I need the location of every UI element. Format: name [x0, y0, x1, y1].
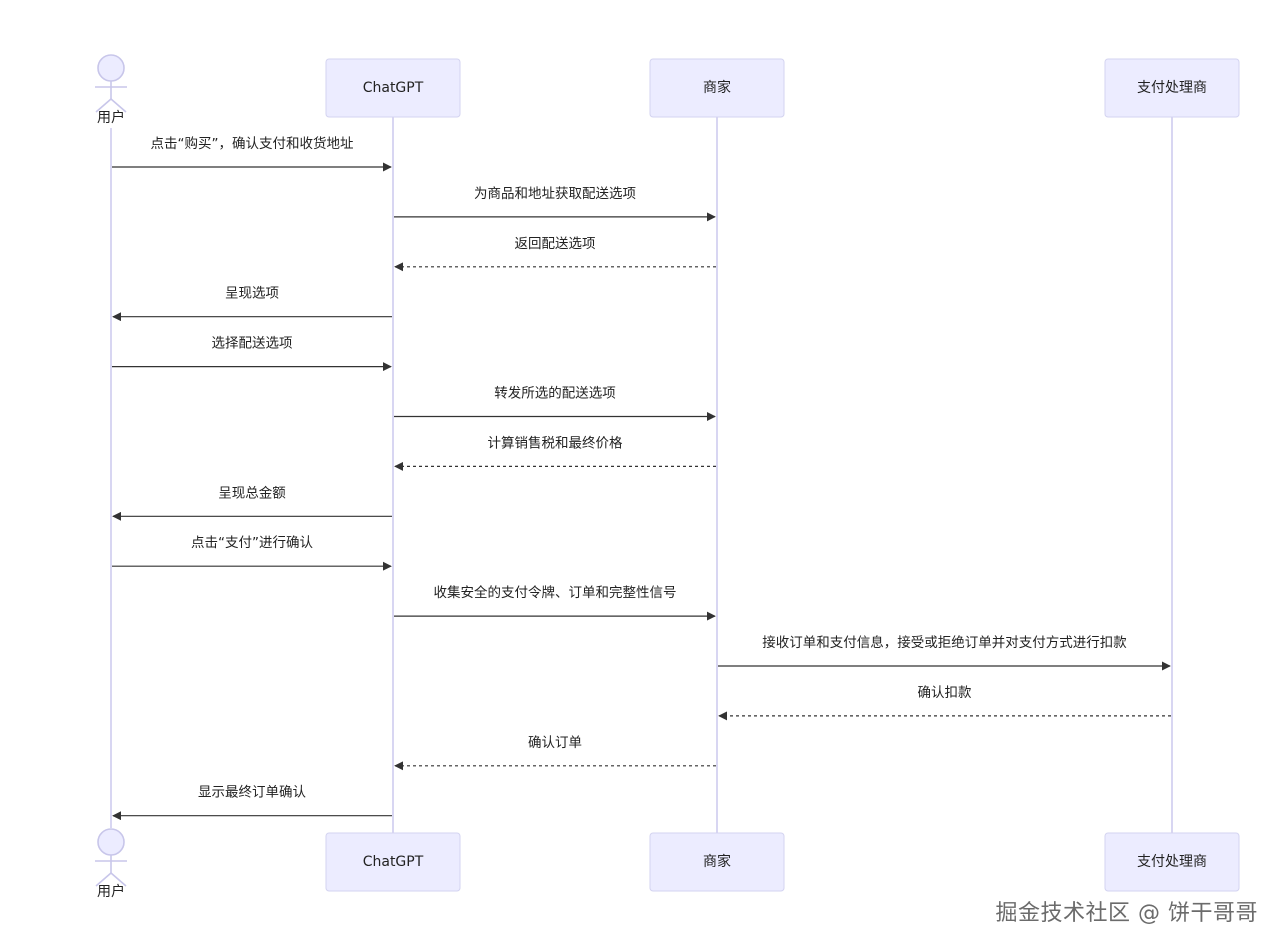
message-label: 点击“购买”，确认支付和收货地址	[151, 135, 354, 152]
message-3: 返回配送选项	[394, 236, 716, 272]
participant-box-processor	[1104, 832, 1240, 892]
message-label: 为商品和地址获取配送选项	[474, 186, 636, 202]
message-label: 确认扣款	[918, 685, 972, 701]
message-12: 确认扣款	[718, 685, 1171, 721]
participant-box-chatgpt	[325, 58, 461, 118]
watermark: 掘金技术社区 @ 饼干哥哥	[995, 901, 1258, 926]
message-label: 转发所选的配送选项	[494, 386, 616, 402]
message-7: 计算销售税和最终价格	[394, 435, 716, 471]
message-8: 呈现总金额	[112, 485, 392, 521]
message-10: 收集安全的支付令牌、订单和完整性信号	[394, 584, 716, 621]
message-label: 点击“支付”进行确认	[191, 535, 313, 551]
participant-box-processor	[1104, 58, 1240, 118]
participant-chatgpt-top: ChatGPT	[325, 58, 461, 118]
message-label: 接收订单和支付信息，接受或拒绝订单并对支付方式进行扣款	[762, 634, 1127, 651]
participant-label-merchant: 商家	[703, 853, 731, 870]
message-label: 收集安全的支付令牌、订单和完整性信号	[434, 584, 677, 601]
participant-label-processor: 支付处理商	[1137, 854, 1207, 870]
participant-box-merchant	[649, 832, 785, 892]
participants-bottom: 用户 ChatGPT 商家 支付处理商	[95, 828, 1240, 900]
messages: 点击“购买”，确认支付和收货地址为商品和地址获取配送选项返回配送选项呈现选项选择…	[112, 135, 1171, 821]
message-5: 选择配送选项	[112, 336, 392, 372]
user-actor-icon	[95, 828, 127, 887]
message-6: 转发所选的配送选项	[394, 386, 716, 421]
participant-label-processor: 支付处理商	[1137, 80, 1207, 96]
message-4: 呈现选项	[112, 286, 392, 322]
message-label: 选择配送选项	[212, 336, 293, 352]
actor-label-user: 用户	[97, 883, 125, 900]
participant-user-top: 用户	[95, 54, 127, 126]
message-label: 呈现总金额	[218, 485, 286, 501]
message-label: 返回配送选项	[515, 236, 596, 252]
participant-user-bottom: 用户	[95, 828, 127, 900]
message-label: 呈现选项	[225, 286, 279, 302]
participant-processor-top: 支付处理商	[1104, 58, 1240, 118]
participant-box-chatgpt	[325, 832, 461, 892]
lifelines	[110, 117, 1173, 833]
actor-label-user: 用户	[97, 109, 125, 126]
participant-merchant-bottom: 商家	[649, 832, 785, 892]
message-11: 接收订单和支付信息，接受或拒绝订单并对支付方式进行扣款	[718, 634, 1171, 671]
message-1: 点击“购买”，确认支付和收货地址	[112, 135, 392, 172]
participant-label-merchant: 商家	[703, 79, 731, 96]
participants-top: 用户 ChatGPT 商家 支付处理商	[95, 54, 1240, 126]
message-14: 显示最终订单确认	[112, 785, 392, 821]
participant-chatgpt-bottom: ChatGPT	[325, 832, 461, 892]
message-label: 显示最终订单确认	[198, 785, 306, 801]
message-label: 计算销售税和最终价格	[488, 435, 623, 451]
participant-label-chatgpt: ChatGPT	[363, 854, 424, 870]
participant-label-chatgpt: ChatGPT	[363, 80, 424, 96]
participant-box-merchant	[649, 58, 785, 118]
message-13: 确认订单	[394, 735, 716, 771]
message-label: 确认订单	[528, 735, 582, 751]
message-2: 为商品和地址获取配送选项	[394, 186, 716, 222]
message-9: 点击“支付”进行确认	[112, 535, 392, 571]
user-actor-icon	[95, 54, 127, 113]
participant-processor-bottom: 支付处理商	[1104, 832, 1240, 892]
participant-merchant-top: 商家	[649, 58, 785, 118]
